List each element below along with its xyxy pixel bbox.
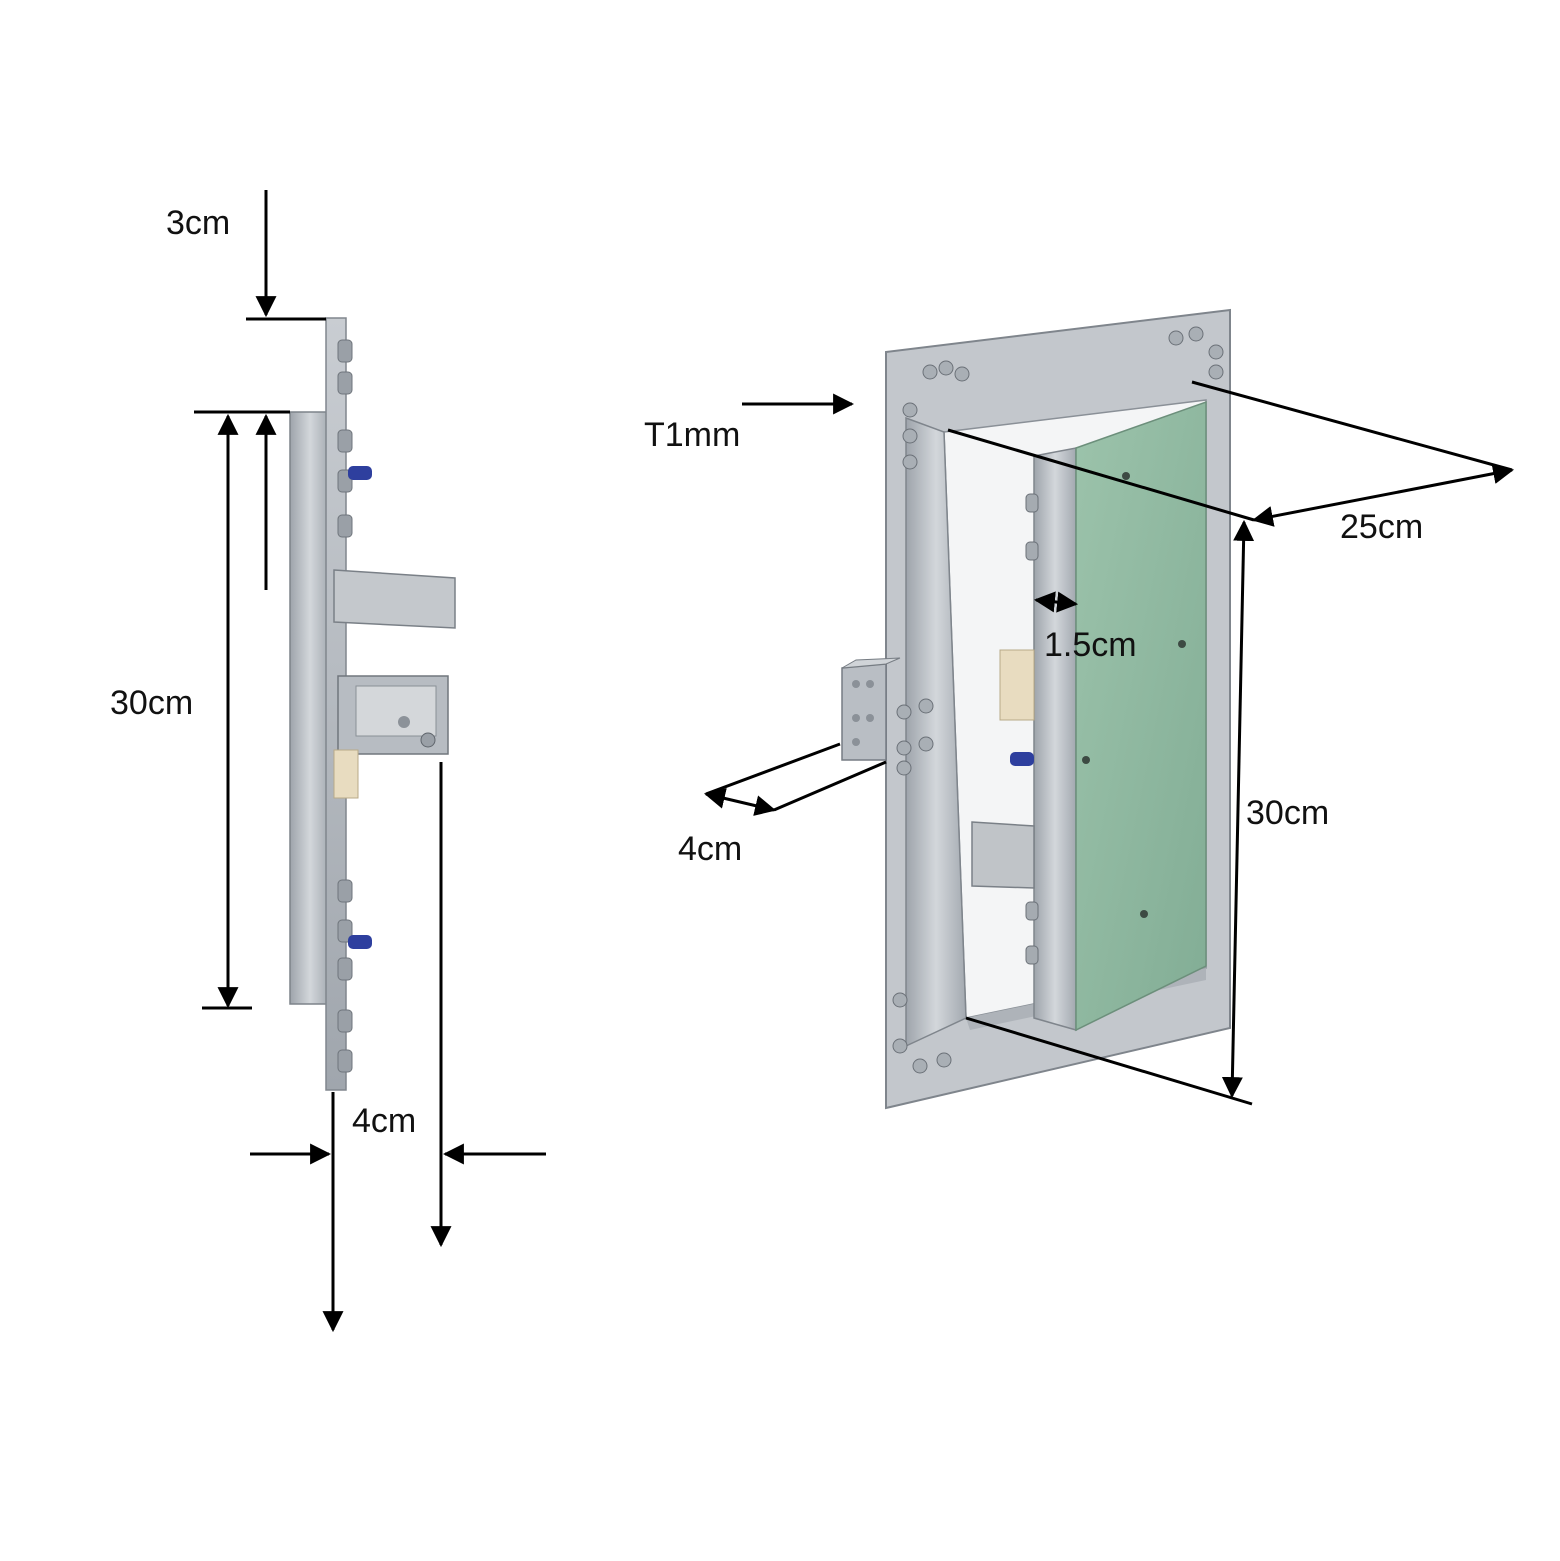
side-top-offset-label: 3cm	[166, 204, 230, 242]
side-view: 3cm 30cm 4cm	[110, 190, 546, 1333]
front-height-label: 30cm	[1246, 794, 1329, 832]
side-depth-label: 4cm	[352, 1102, 416, 1140]
side-flange-plate	[289, 411, 331, 1005]
front-latch	[999, 649, 1035, 721]
front-spring-strip	[971, 821, 1035, 889]
front-depth-label: 4cm	[678, 830, 742, 868]
side-screws	[337, 339, 353, 1073]
side-height-label: 30cm	[110, 684, 193, 722]
front-width-label: 25cm	[1340, 508, 1423, 546]
front-view: T1mm 25cm 1.5cm 30cm 4cm	[644, 308, 1515, 1110]
front-gypsum-board	[1075, 400, 1207, 1032]
front-door-edge	[1033, 447, 1077, 1031]
front-gap-label: 1.5cm	[1044, 626, 1137, 664]
front-thickness-label: T1mm	[644, 416, 740, 454]
front-mount-bracket	[841, 657, 901, 761]
front-board-holes	[1082, 472, 1186, 918]
side-spring-bracket	[333, 569, 456, 629]
front-door-screws	[1025, 493, 1039, 965]
side-latch	[333, 675, 449, 799]
front-blue-clip	[1010, 752, 1034, 766]
